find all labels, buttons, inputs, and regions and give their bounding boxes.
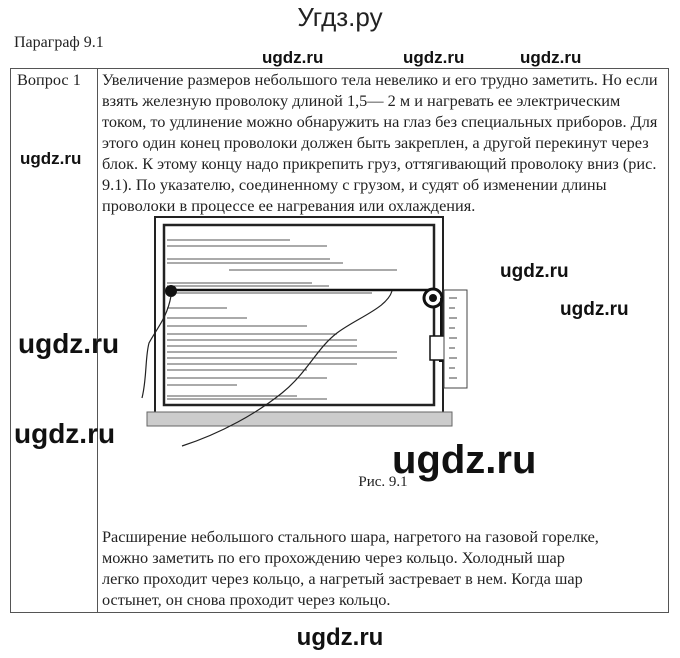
footer-watermark: ugdz.ru [296, 624, 384, 651]
watermark: ugdz.ru [403, 48, 465, 67]
watermark: ugdz.ru [14, 418, 116, 449]
question-label: Вопрос 1 [10, 68, 98, 613]
watermark: ugdz.ru [500, 261, 569, 282]
answer-table: Вопрос 1 Увеличение размеров небольшого … [10, 68, 669, 613]
watermark: ugdz.ru [520, 48, 582, 67]
watermark: ugdz.ru [392, 438, 537, 482]
wire-expansion-diagram [141, 216, 468, 447]
paragraph-heading: Параграф 9.1 [14, 34, 104, 51]
watermark: ugdz.ru [560, 299, 629, 320]
answer-cell: Увеличение размеров небольшого тела неве… [97, 68, 669, 613]
answer-text-1: Увеличение размеров небольшого тела неве… [102, 70, 658, 215]
answer-text-2: Расширение небольшого стального шара, на… [102, 527, 599, 609]
watermark: ugdz.ru [18, 328, 120, 359]
figure-9-1: Рис. 9.1 [102, 216, 664, 526]
watermark: ugdz.ru [262, 48, 324, 67]
table-row: Вопрос 1 Увеличение размеров небольшого … [10, 68, 669, 613]
site-title: Угдз.ру [297, 2, 383, 32]
watermark: ugdz.ru [20, 149, 82, 168]
figure-caption: Рис. 9.1 [358, 474, 408, 490]
